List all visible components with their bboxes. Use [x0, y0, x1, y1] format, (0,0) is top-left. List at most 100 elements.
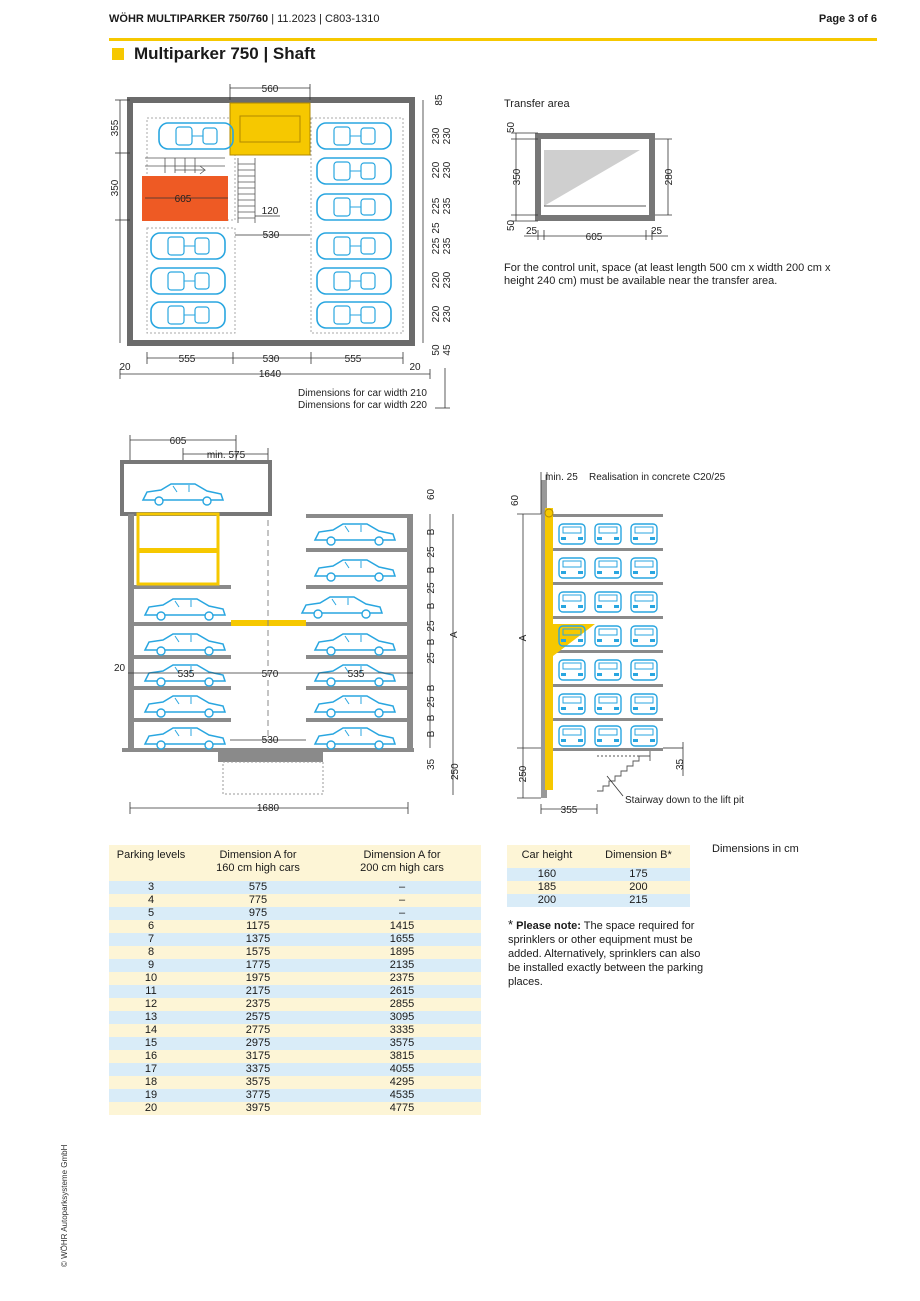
- col-parking-levels: Parking levels: [116, 849, 186, 861]
- section-dim-min: min. 575: [207, 450, 246, 461]
- dim-right-8: 235: [442, 237, 453, 254]
- col-dim-a-200: Dimension A for 200 cm high cars: [360, 849, 444, 874]
- dim-right-1: 230: [442, 127, 453, 144]
- table-cell: 215: [629, 894, 648, 906]
- dim-left-upper: 355: [110, 119, 121, 136]
- dim-right-4: 225: [431, 197, 442, 214]
- dim-right-7: 225: [431, 237, 442, 254]
- table-cell: 10: [144, 972, 158, 984]
- table-cell: 16: [144, 1050, 158, 1062]
- dim-total-width: 1640: [259, 369, 282, 380]
- section-dim-right-gap: 35: [426, 758, 437, 770]
- doc-meta: | 11.2023 | C803-1310: [271, 13, 380, 25]
- table-cell: 3: [147, 881, 155, 893]
- table-cell: 15: [144, 1037, 158, 1049]
- table-cell: 1415: [389, 920, 415, 932]
- dim-right-3: 230: [442, 161, 453, 178]
- table-cell: 1655: [389, 933, 415, 945]
- table-cell: –: [398, 907, 406, 919]
- table-header-row: Parking levels Dimension A for 160 cm hi…: [109, 845, 481, 881]
- table-cell: 2375: [389, 972, 415, 984]
- sprinkler-note: * Please note: The space required for sp…: [508, 917, 704, 989]
- col-dimension-b: Dimension B*: [605, 849, 672, 861]
- table-cell: 18: [144, 1076, 158, 1088]
- section-level-b-7: B: [426, 730, 437, 737]
- table-cell: 3375: [245, 1063, 271, 1075]
- table-cell: 2615: [389, 985, 415, 997]
- dim-right-6: 25: [431, 222, 442, 234]
- section-dim-top: 605: [170, 436, 187, 447]
- plan-note-210: Dimensions for car width 210: [298, 388, 427, 399]
- transfer-dim-width: 605: [586, 232, 603, 243]
- transfer-dim-height: 350: [512, 168, 523, 185]
- plan-view-drawing: 560 85 355 350 605 120 530 230 230 220 2…: [110, 84, 453, 411]
- section-level-b-5: B: [426, 684, 437, 691]
- title-marker-icon: [112, 48, 124, 60]
- dim-bottom-side-right: 20: [409, 362, 421, 373]
- side-dim-top: 60: [510, 494, 521, 506]
- table-cell: 5: [147, 907, 155, 919]
- table-cell: 1175: [246, 920, 270, 932]
- dim-left-lower: 350: [110, 179, 121, 196]
- dim-right-0: 230: [431, 127, 442, 144]
- table-cell: 3335: [389, 1024, 415, 1036]
- table-cell: 1375: [245, 933, 271, 945]
- transfer-dim-bottom: 50: [506, 219, 517, 231]
- dim-top: 560: [262, 84, 279, 95]
- table-cell: 200: [537, 894, 557, 906]
- dim-right-10: 230: [442, 271, 453, 288]
- table-cell: 2375: [245, 998, 271, 1010]
- page-header: WÖHR MULTIPARKER 750/760 | 11.2023 | C80…: [109, 10, 877, 32]
- table-cell: 3175: [245, 1050, 271, 1062]
- transfer-title: Transfer area: [504, 98, 570, 110]
- page-number: Page 3 of 6: [818, 13, 877, 25]
- table-cell: 3575: [245, 1076, 271, 1088]
- section-level-b-2: B: [426, 566, 437, 573]
- transfer-dim-side-right: 25: [651, 226, 663, 237]
- copyright: © WÖHR Autoparksysteme GmbH: [60, 1144, 69, 1267]
- header-rule: [109, 38, 877, 41]
- section-dim-total: A: [449, 631, 460, 638]
- table-cell: 13: [144, 1011, 158, 1023]
- section-level-b-3: B: [426, 602, 437, 609]
- table-cell: 19: [144, 1089, 158, 1101]
- section-level-b-4: B: [426, 638, 437, 645]
- side-dim-right: 35: [675, 758, 686, 770]
- dim-right-14: 45: [442, 344, 453, 356]
- section-gap-2: 25: [426, 582, 437, 594]
- section-view-drawing: 605 min. 575 60 20 535 570 535 530 1680 …: [114, 435, 461, 814]
- table-cell: 775: [248, 894, 268, 906]
- transfer-area-drawing: 50 350 50 280 25 605 25: [506, 122, 675, 243]
- section-dim-top-right: 60: [426, 488, 437, 500]
- table-cell: 4055: [389, 1063, 415, 1075]
- table-cell: 2775: [245, 1024, 271, 1036]
- side-dim-bottom: 355: [561, 805, 578, 816]
- table-cell: 575: [248, 881, 268, 893]
- table-row: 17 3375 4055: [109, 1063, 481, 1076]
- section-gap-5: 25: [426, 696, 437, 708]
- col-dim-a-160: Dimension A for 160 cm high cars: [216, 849, 300, 874]
- side-concrete-note: Realisation in concrete C20/25: [589, 472, 726, 483]
- side-stair-note: Stairway down to the lift pit: [625, 795, 744, 806]
- table-cell: 3095: [389, 1011, 415, 1023]
- table-cell: 1895: [389, 946, 415, 958]
- table-header-row: Car height Dimension B*: [507, 845, 690, 868]
- dim-stair-width: 120: [262, 206, 279, 217]
- plan-note-220: Dimensions for car width 220: [298, 400, 427, 411]
- section-dim-right-pit: 250: [450, 763, 461, 780]
- dim-bottom-1: 530: [263, 354, 280, 365]
- table-cell: 17: [144, 1063, 158, 1075]
- table-cell: 3775: [245, 1089, 271, 1101]
